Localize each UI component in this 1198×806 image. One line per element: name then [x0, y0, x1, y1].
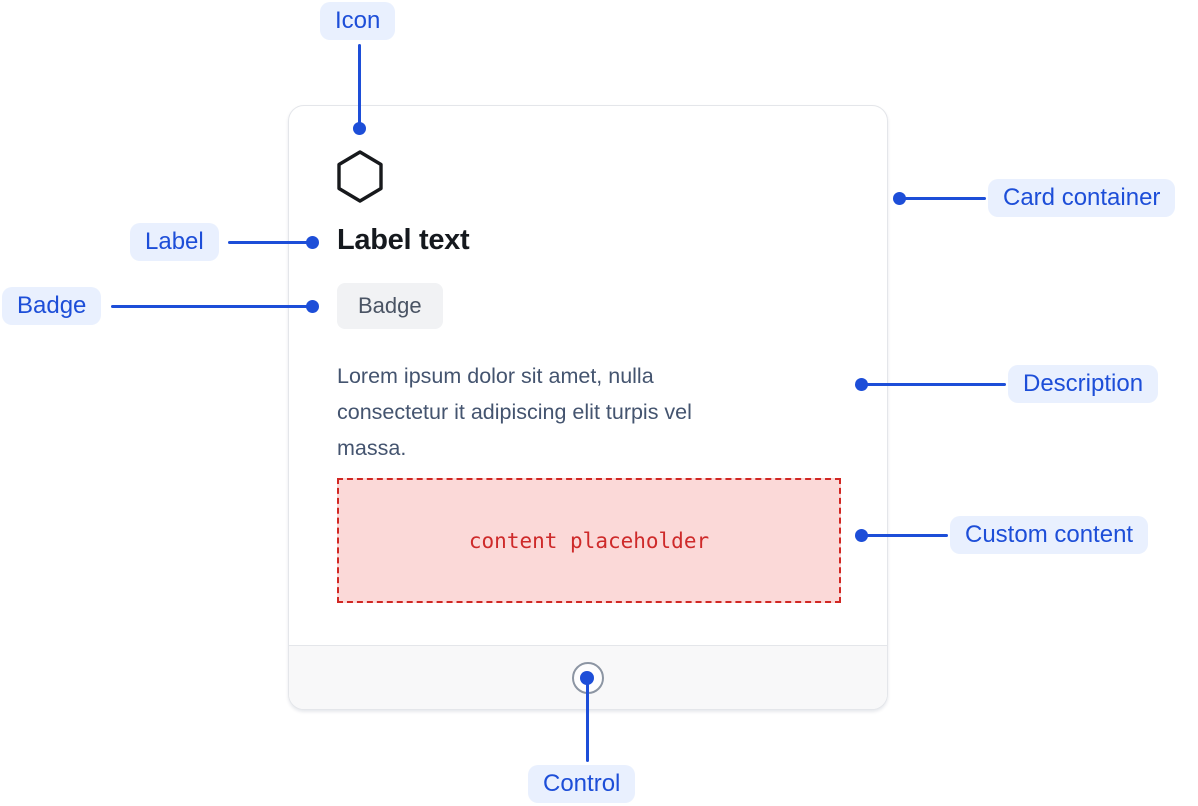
- callout-label-label: Label: [130, 223, 219, 261]
- callout-card-container-label: Card container: [988, 179, 1176, 217]
- callout-icon-line: [357, 44, 361, 128]
- card-container: Label text Badge Lorem ipsum dolor sit a…: [288, 105, 888, 710]
- callout-label-line: [228, 240, 312, 244]
- callout-icon-dot: [352, 121, 366, 135]
- placeholder-label: content placeholder: [468, 528, 710, 553]
- callout-badge-label: Badge: [2, 287, 102, 325]
- description-line: consectetur it adipiscing elit turpis ve…: [337, 400, 692, 424]
- badge-label: Badge: [358, 293, 422, 318]
- callout-icon-label: Icon: [320, 2, 396, 40]
- card-label: Label text: [337, 224, 470, 256]
- badge: Badge: [337, 283, 443, 329]
- description-line: Lorem ipsum dolor sit amet, nulla: [337, 364, 654, 388]
- callout-badge-dot: [305, 299, 319, 313]
- callout-control-dot: [580, 671, 594, 685]
- callout-control-line: [585, 678, 589, 762]
- callout-card-container-line: [899, 196, 986, 200]
- description-line: massa.: [337, 436, 407, 460]
- card-description: Lorem ipsum dolor sit amet, nulla consec…: [337, 358, 692, 466]
- callout-badge-line: [111, 304, 312, 308]
- callout-description-label: Description: [1008, 365, 1159, 403]
- custom-content-placeholder: content placeholder: [337, 478, 841, 603]
- callout-label-dot: [305, 235, 319, 249]
- callout-description-line: [861, 382, 1006, 386]
- callout-control-label: Control: [528, 765, 636, 803]
- hexagon-icon: [335, 150, 385, 203]
- callout-custom-content-line: [861, 533, 948, 537]
- callout-custom-content-label: Custom content: [950, 516, 1149, 554]
